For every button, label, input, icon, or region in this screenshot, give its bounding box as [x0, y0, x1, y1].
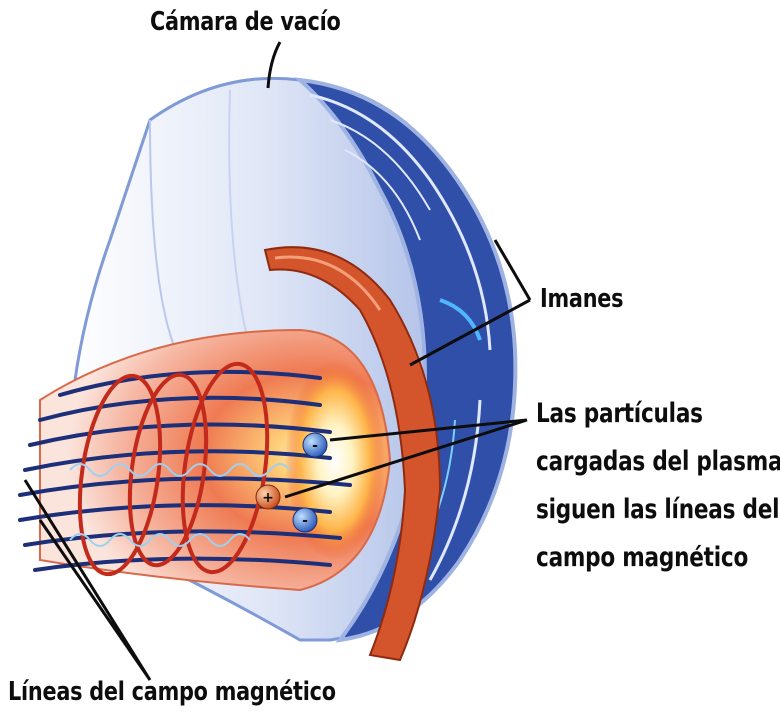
particle-charge-label: - [312, 438, 318, 454]
vacuum-chamber-label: Cámara de vacío [150, 6, 341, 38]
plasma-particles-line-2: cargadas del plasma [536, 438, 780, 486]
particle-charge-label: + [262, 490, 274, 506]
field-lines-label: Líneas del campo magnético [8, 676, 336, 708]
particle-negative-2: - [293, 508, 317, 532]
particle-positive: + [256, 485, 280, 509]
plasma-particles-line-3: siguen las líneas del [536, 486, 780, 534]
magnets-label: Imanes [540, 283, 623, 315]
plasma-particles-line-4: campo magnético [536, 534, 780, 582]
particle-negative-1: - [303, 433, 327, 457]
particle-charge-label: - [302, 513, 308, 529]
plasma-particles-label: Las partículas cargadas del plasma sigue… [536, 390, 780, 582]
plasma-particles-line-1: Las partículas [536, 390, 780, 438]
